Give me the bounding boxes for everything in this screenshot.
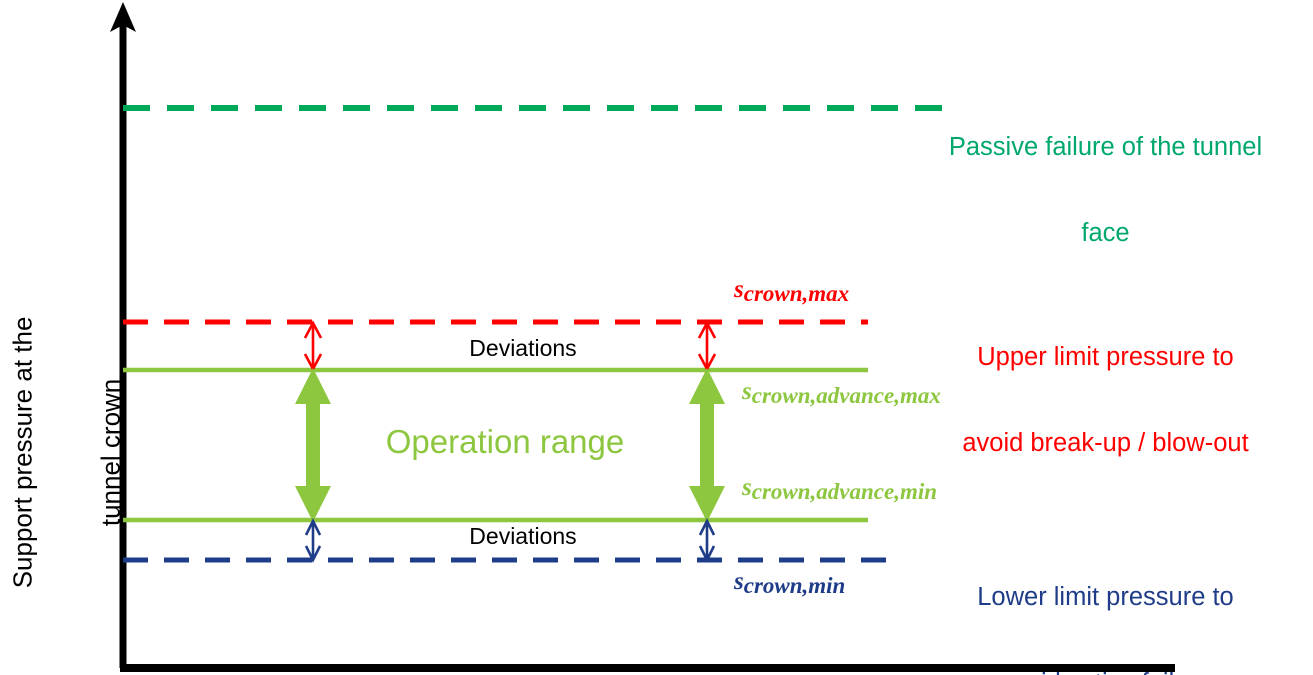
symbol-s-crown-advance-max-subscript: crown,advance,max xyxy=(751,383,941,409)
symbol-s-crown-max: scrown,max xyxy=(734,276,849,307)
operation-range-arrow-right xyxy=(689,368,725,522)
symbol-s-crown-min-base: s xyxy=(734,568,744,595)
lower-limit-label-line2: avoid active failure xyxy=(898,669,1313,675)
lower-deviation-arrow-left-head-top xyxy=(304,518,322,536)
symbol-s-crown-advance-max: scrown,advance,max xyxy=(742,378,941,409)
symbol-s-crown-min: scrown,min xyxy=(734,568,845,599)
upper-limit-label-line2: avoid break-up / blow-out xyxy=(962,428,1249,457)
y-axis-arrowhead xyxy=(110,2,136,32)
symbol-s-crown-max-subscript: crown,max xyxy=(743,281,850,307)
symbol-s-crown-advance-min-base: s xyxy=(742,474,752,501)
operation-range-arrow-left xyxy=(295,368,331,522)
symbol-s-crown-min-subscript: crown,min xyxy=(743,573,846,599)
upper-limit-label-line1: Upper limit pressure to xyxy=(977,343,1234,372)
y-axis-label-line2: tunnel crown xyxy=(95,378,126,527)
passive-failure-label: Passive failure of the tunnel face xyxy=(898,76,1313,304)
upper-deviation-arrow-right-head-top xyxy=(697,320,717,339)
pressure-lines-group xyxy=(123,105,958,563)
deviations-lower-label: Deviations xyxy=(469,523,577,549)
deviations-upper-label: Deviations xyxy=(469,335,577,361)
y-axis-label: Support pressure at the tunnel crown xyxy=(0,222,183,675)
symbol-s-crown-advance-min: scrown,advance,min xyxy=(742,474,937,505)
lower-limit-label: Lower limit pressure to avoid active fai… xyxy=(898,526,1313,675)
upper-limit-label: Upper limit pressure to avoid break-up /… xyxy=(898,286,1313,514)
upper-deviation-arrow-left-head-top xyxy=(303,320,323,339)
operation-range-label: Operation range xyxy=(385,423,625,460)
operation-range-arrows xyxy=(295,368,725,522)
symbol-s-crown-advance-min-subscript: crown,advance,min xyxy=(751,479,938,505)
lower-deviation-arrow-right-head-bottom xyxy=(698,545,716,563)
lower-deviation-arrow-left-head-bottom xyxy=(304,545,322,563)
symbol-s-crown-advance-max-base: s xyxy=(742,378,752,405)
lower-limit-label-line1: Lower limit pressure to xyxy=(977,583,1234,612)
lower-deviation-arrow-right-head-top xyxy=(698,518,716,536)
symbol-s-crown-max-base: s xyxy=(734,276,744,303)
passive-failure-label-line2: face xyxy=(1081,218,1130,247)
passive-failure-label-line1: Passive failure of the tunnel xyxy=(948,133,1263,162)
lower-deviation-arrows xyxy=(304,518,716,563)
y-axis-label-line1: Support pressure at the xyxy=(7,316,38,589)
